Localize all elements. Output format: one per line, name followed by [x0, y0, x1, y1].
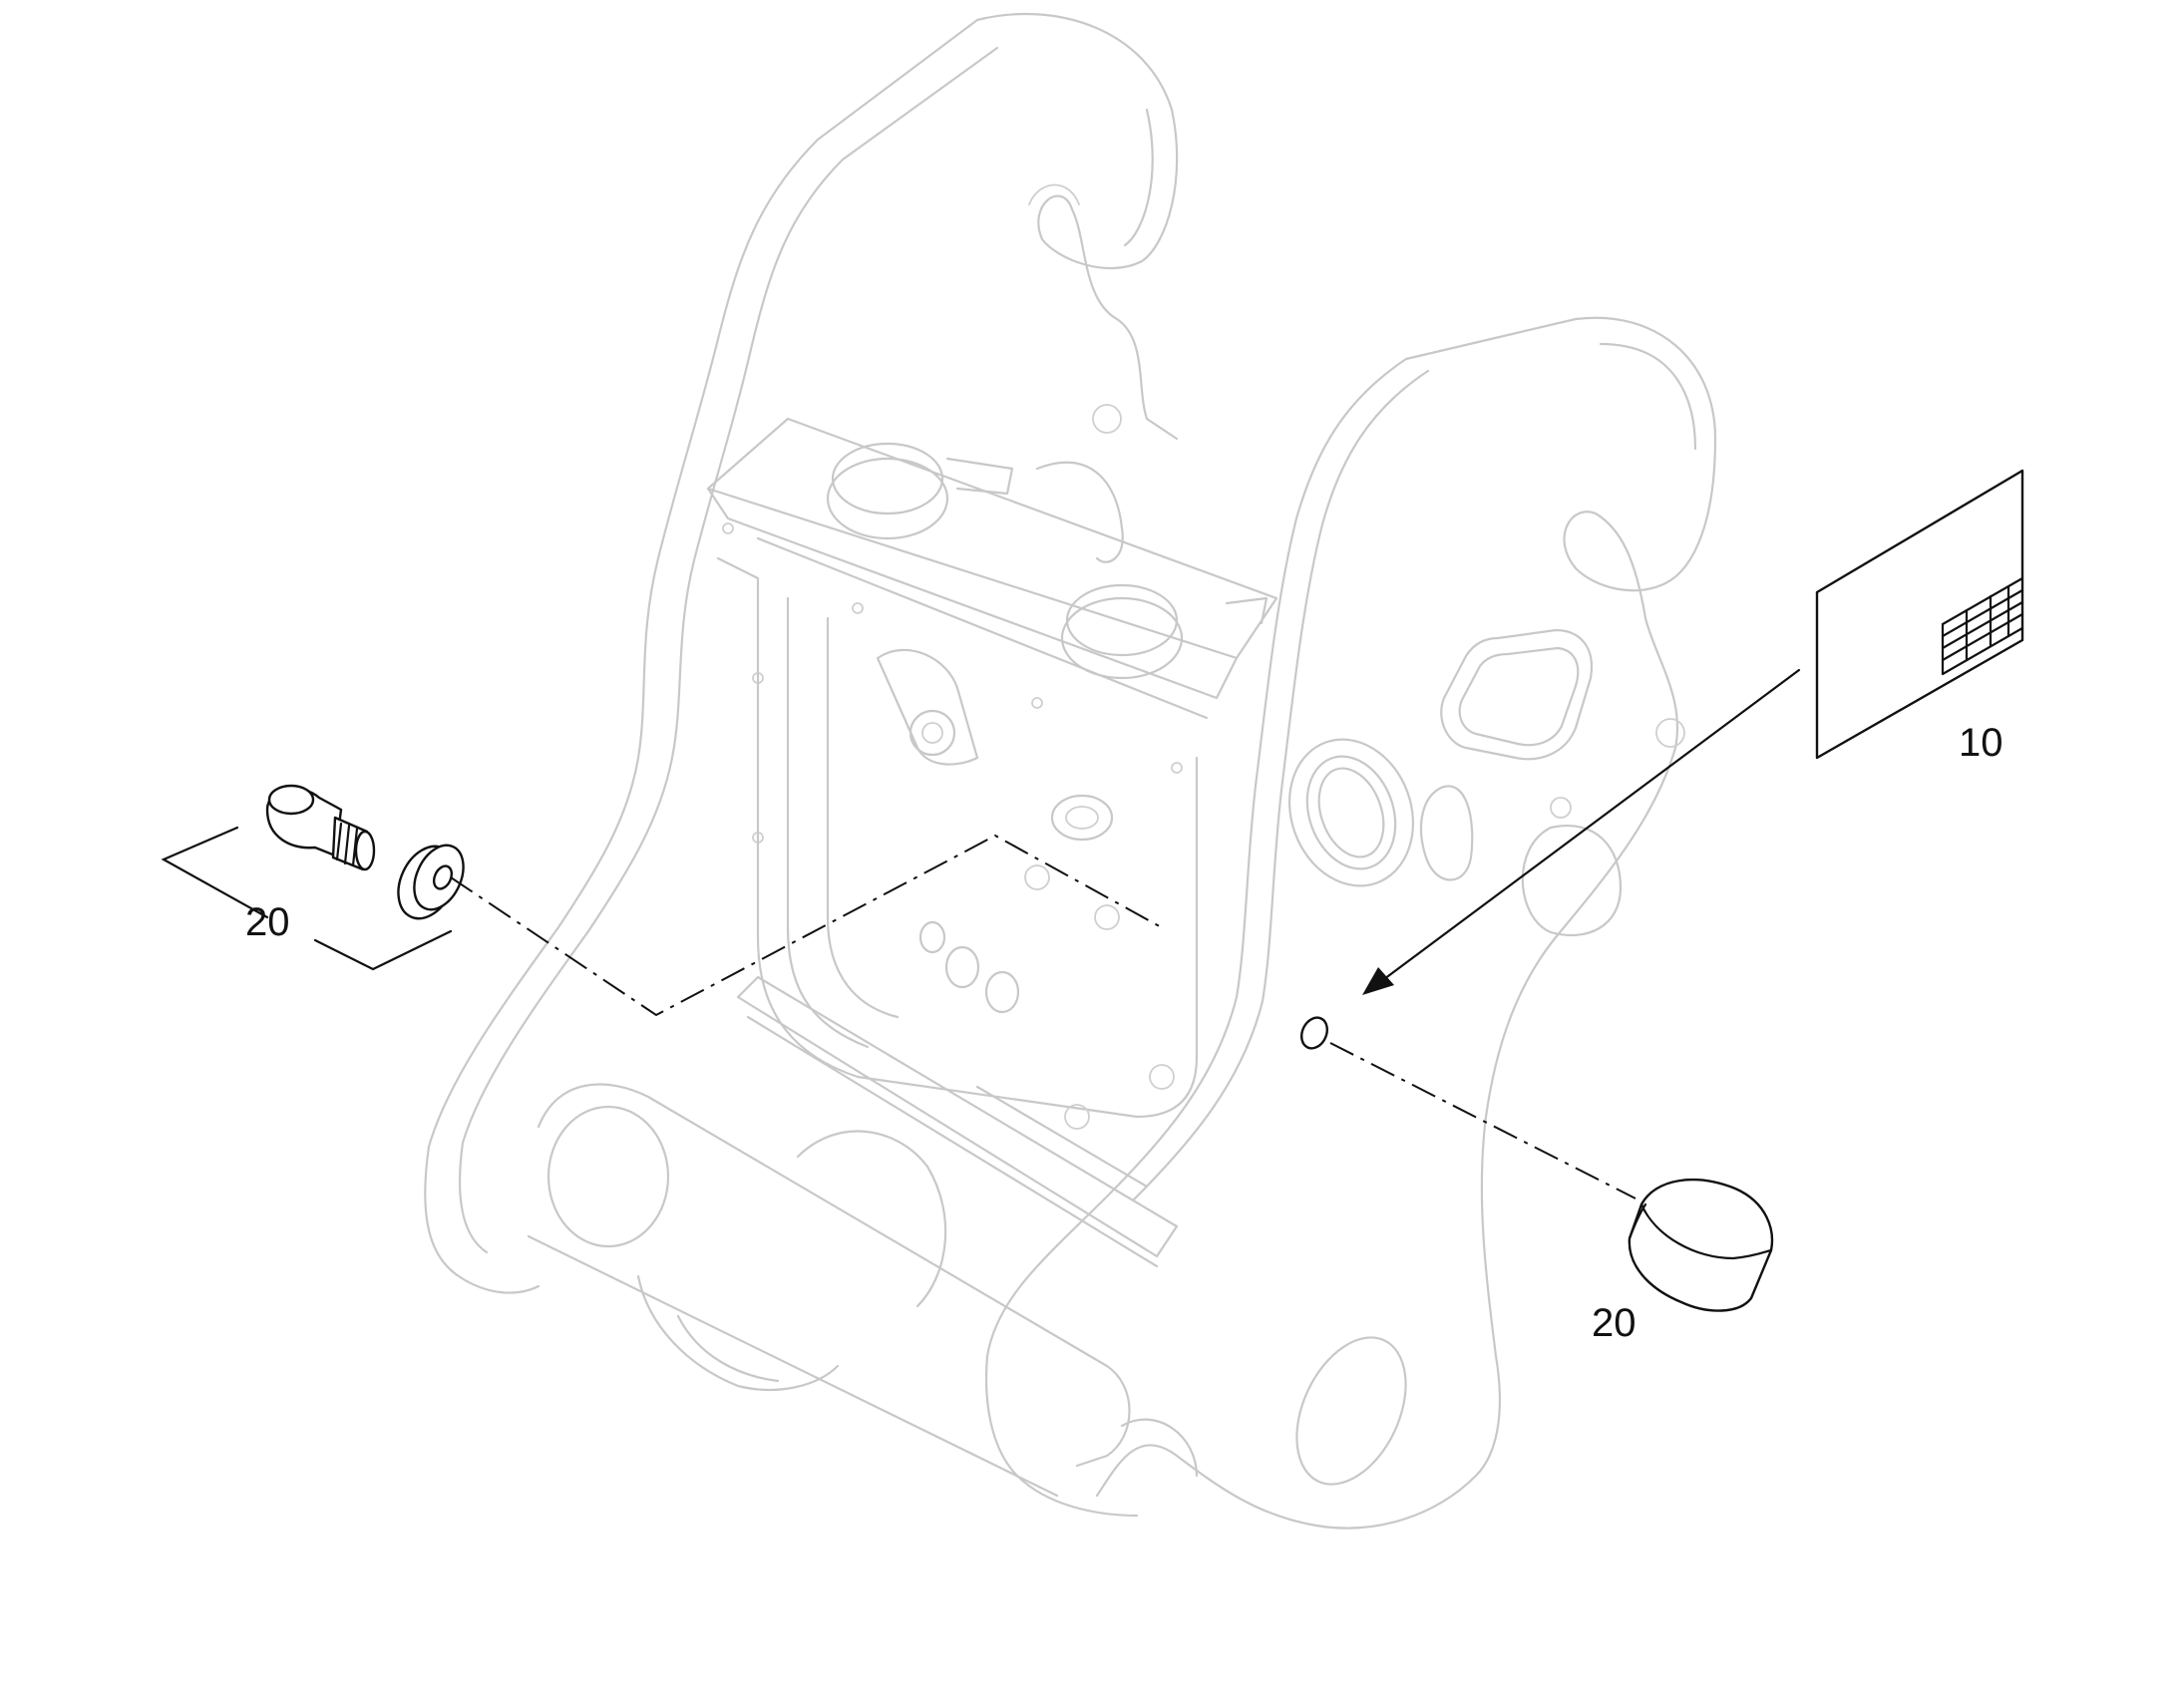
target-hole	[1299, 1016, 1329, 1050]
washer-part	[397, 844, 465, 920]
bolt-part	[265, 784, 376, 871]
leader-arrow-10	[1362, 668, 1801, 995]
centerline-left	[450, 834, 1166, 1017]
cap-part	[1628, 1178, 1774, 1312]
callout-20-left: 20	[245, 900, 290, 944]
centerline-right	[1329, 1042, 1636, 1199]
callout-10: 10	[1959, 721, 2003, 765]
coupler-body-outline	[424, 12, 1717, 1530]
callout-20-right: 20	[1592, 1301, 1636, 1345]
item-20-bracket	[161, 826, 453, 971]
drawing-sheet-part	[1815, 469, 2024, 760]
